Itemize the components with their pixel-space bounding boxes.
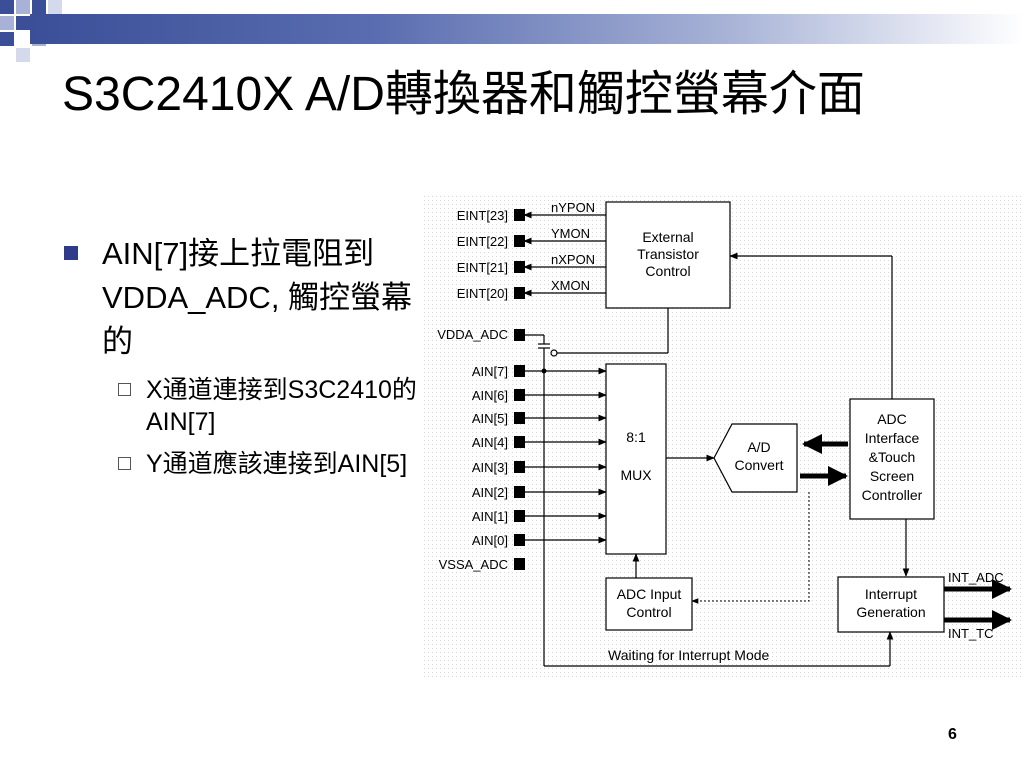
dotted-control-link [691,492,810,604]
pin-square-icon [514,436,525,448]
block-text: Convert [734,457,783,473]
eint-label: EINT[23] [457,208,508,223]
pin-square-icon [514,510,525,522]
int-tc-label: INT_TC [948,626,994,641]
adc-interface-controller-block [849,398,935,520]
corner-square [16,0,30,14]
adc-block-diagram: EINT[23] EINT[22] EINT[21] EINT[20] nYPO… [424,196,1024,680]
block-text: 8:1 [626,429,646,445]
pin-square-icon [514,329,525,341]
vdda-label: VDDA_ADC [437,327,508,342]
ain-label: AIN[2] [472,485,508,500]
ain-label: AIN[3] [472,460,508,475]
pin-square-icon [514,412,525,424]
hollow-square-bullet-icon [118,383,131,396]
sub-bullet-item: X通道連接到S3C2410的AIN[7] [62,374,422,438]
pin-square-icon [514,209,525,221]
block-text: Controller [862,487,923,503]
block-text: Transistor [637,246,699,262]
sub-bullet-text: X通道連接到S3C2410的AIN[7] [146,376,417,436]
corner-square [0,16,14,30]
corner-square [48,0,62,14]
block-text: A/D [747,439,770,455]
block-text: External [642,229,693,245]
ain-label: AIN[5] [472,411,508,426]
waiting-interrupt-wire [543,371,894,667]
ain-label: AIN[6] [472,388,508,403]
pin-square-icon [514,287,525,299]
corner-square [16,16,30,30]
eint-rows [523,211,606,297]
switch-label: XMON [551,278,590,293]
waiting-mode-label: Waiting for Interrupt Mode [608,647,770,663]
hollow-square-bullet-icon [118,457,131,470]
adc-input-control-block [605,577,693,631]
slide-title: S3C2410X A/D轉換器和觸控螢幕介面 [62,68,865,121]
ain-label: AIN[7] [472,364,508,379]
ain-rows [525,367,607,544]
block-text: ADC [877,411,907,427]
switch-label: YMON [551,226,590,241]
switch-label: nYPON [551,200,595,215]
external-transistor-control-block [605,201,731,309]
bullet-list: AIN[7]接上拉電阻到VDDA_ADC, 觸控螢幕的 X通道連接到S3C241… [62,232,422,480]
vssa-label: VSSA_ADC [439,557,508,572]
vdda-pullup-wire [525,308,669,371]
pin-square-icon [514,389,525,401]
block-text: Control [626,604,671,620]
corner-square [0,0,14,14]
switch-label: nXPON [551,252,595,267]
pin-square-icon [514,235,525,247]
ain-label: AIN[4] [472,435,508,450]
eint-label: EINT[21] [457,260,508,275]
sub-bullet-text: Y通道應該連接到AIN[5] [146,450,408,478]
pin-square-icon [514,558,525,570]
block-text: Screen [870,468,914,484]
pin-square-icon [514,261,525,273]
pin-square-icon [514,534,525,546]
pin-square-icon [514,365,525,377]
eint-label: EINT[20] [457,286,508,301]
corner-square [16,48,30,62]
square-bullet-icon [64,246,78,260]
block-text: &Touch [869,449,916,465]
corner-square [0,32,14,46]
ain-label: AIN[0] [472,533,508,548]
mux-block [605,363,667,555]
eint-label: EINT[22] [457,234,508,249]
block-text: Generation [856,604,925,620]
page-number: 6 [948,726,957,743]
ain-label: AIN[1] [472,509,508,524]
bullet-item: AIN[7]接上拉電阻到VDDA_ADC, 觸控螢幕的 [62,232,422,364]
control-feedback-wire [729,252,893,399]
block-text: Interrupt [865,586,917,602]
int-adc-label: INT_ADC [948,570,1004,585]
bullet-text: AIN[7]接上拉電阻到VDDA_ADC, 觸控螢幕的 [102,236,413,359]
block-text: ADC Input [617,586,682,602]
ad-convert-block [713,423,798,493]
header-gradient-bar [30,14,1024,44]
diagram-svg: EINT[23] EINT[22] EINT[21] EINT[20] nYPO… [424,196,1024,680]
interrupt-generation-block [837,576,945,633]
sub-bullet-item: Y通道應該連接到AIN[5] [62,448,422,480]
block-text: Interface [865,430,920,446]
block-text: Control [645,263,690,279]
corner-square [32,0,46,14]
pin-square-icon [514,461,525,473]
block-text: MUX [620,467,652,483]
pin-square-icon [514,486,525,498]
